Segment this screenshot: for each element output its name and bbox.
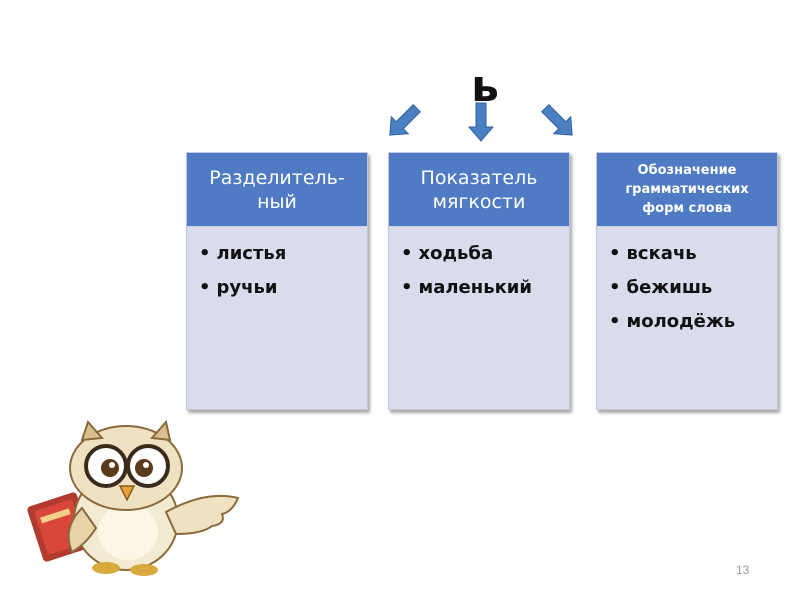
card-list: •вскачь •бежишь •молодёжь: [597, 241, 777, 335]
card-grammar: Обозначение грамматических форм слова •в…: [596, 152, 778, 410]
page-number: 13: [736, 563, 749, 577]
card-header: Разделитель- ный: [187, 153, 367, 227]
card-list: •ходьба •маленький: [389, 241, 569, 301]
arrow-down-icon: [469, 103, 493, 141]
list-item: •ручьи: [199, 275, 367, 301]
card-title: Обозначение грамматических форм слова: [625, 161, 748, 218]
list-item: •ходьба: [401, 241, 569, 267]
card-title: Разделитель- ный: [209, 166, 344, 214]
list-item: •молодёжь: [609, 309, 777, 335]
arrow-down-left-icon: [381, 100, 425, 144]
list-item: •бежишь: [609, 275, 777, 301]
list-item: •листья: [199, 241, 367, 267]
card-title: Показатель мягкости: [421, 166, 538, 214]
list-item: •маленький: [401, 275, 569, 301]
list-item: •вскачь: [609, 241, 777, 267]
card-softness: Показатель мягкости •ходьба •маленький: [388, 152, 570, 410]
arrow-down-right-icon: [537, 100, 581, 144]
arrows-group: [370, 95, 590, 145]
owl-illustration: [26, 420, 256, 580]
card-separator: Разделитель- ный •листья •ручьи: [186, 152, 368, 410]
card-list: •листья •ручьи: [187, 241, 367, 301]
card-header: Обозначение грамматических форм слова: [597, 153, 777, 227]
card-header: Показатель мягкости: [389, 153, 569, 227]
